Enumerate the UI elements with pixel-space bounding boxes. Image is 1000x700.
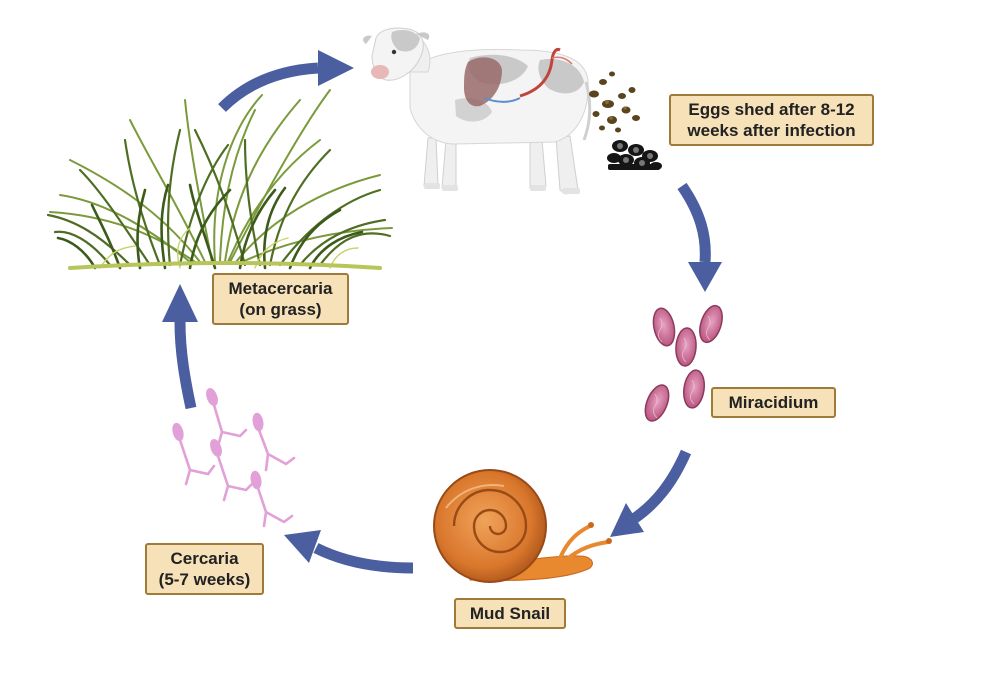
label-cercaria-line1: Cercaria (170, 549, 239, 568)
egg-cluster-icon (607, 140, 662, 170)
label-miracidium-line1: Miracidium (728, 393, 819, 412)
egg-icon (644, 304, 723, 422)
label-eggs-line2: weeks after infection (687, 121, 856, 140)
cercaria-icon (172, 388, 296, 528)
grass-icon (46, 89, 393, 270)
label-metacercaria: Metacercaria (on grass) (212, 273, 349, 325)
calf-icon (363, 27, 592, 195)
label-metacercaria-line2: (on grass) (239, 300, 322, 319)
label-cercaria: Cercaria (5-7 weeks) (145, 543, 264, 595)
label-cercaria-line2: (5-7 weeks) (158, 570, 251, 589)
arrow-miracidium-to-snail (610, 449, 692, 537)
label-eggs: Eggs shed after 8-12 weeks after infecti… (669, 94, 874, 146)
arrow-snail-to-cercaria (284, 530, 414, 574)
arrow-cercaria-to-grass (162, 284, 198, 410)
label-miracidium: Miracidium (711, 387, 836, 418)
arrow-grass-to-calf (218, 50, 354, 112)
label-mud-snail-line1: Mud Snail (469, 604, 551, 623)
label-metacercaria-line1: Metacercaria (228, 279, 333, 298)
egg-texture (652, 315, 711, 419)
snail-icon (433, 469, 612, 583)
cycle-arrows (162, 50, 722, 574)
label-eggs-line1: Eggs shed after 8-12 (688, 100, 855, 119)
dung-icon (589, 71, 640, 133)
label-mud-snail: Mud Snail (454, 598, 566, 629)
arrow-eggs-to-miracidium (677, 182, 722, 292)
